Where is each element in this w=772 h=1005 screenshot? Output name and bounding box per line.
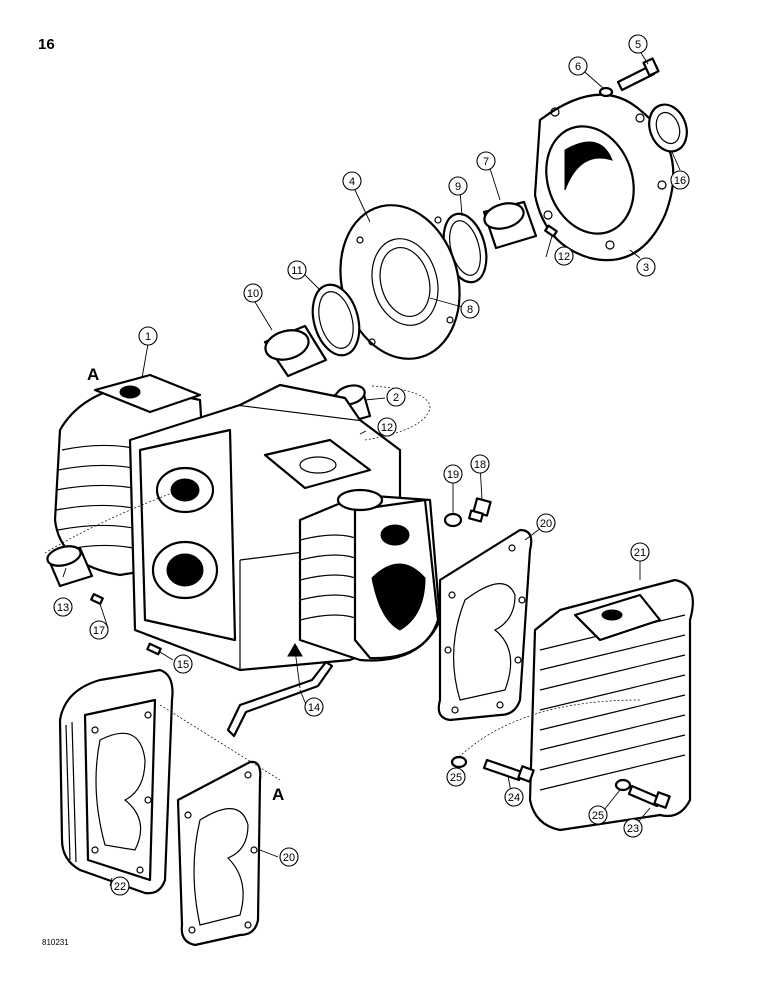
callout-3: 3 [636, 257, 656, 277]
svg-text:24: 24 [508, 792, 520, 804]
callout-22: 22 [110, 876, 130, 896]
callout-15: 15 [173, 654, 193, 674]
part-bearing-plate [533, 93, 675, 262]
part-oil-seal [648, 103, 688, 153]
part-bushing-10 [263, 324, 328, 378]
callout-23: 23 [623, 818, 643, 838]
part-gasket-4 [339, 204, 461, 360]
svg-text:5: 5 [635, 39, 641, 51]
part-cylinder-head-22 [58, 668, 174, 895]
svg-text:1: 1 [145, 331, 151, 343]
callout-24: 24 [504, 787, 524, 807]
svg-text:3: 3 [643, 262, 649, 274]
callout-13: 13 [53, 597, 73, 617]
part-rod-14 [226, 643, 334, 738]
callout-11: 11 [287, 260, 307, 280]
figure-code: 810231 [42, 938, 69, 947]
svg-text:12: 12 [381, 422, 393, 434]
callout-12-mid: 12 [377, 417, 397, 437]
svg-text:14: 14 [308, 702, 320, 714]
svg-text:15: 15 [177, 659, 189, 671]
callout-25-right: 25 [588, 805, 608, 825]
part-bolt-24 [482, 758, 535, 783]
part-washer-25-left [450, 755, 468, 769]
part-shim-11 [311, 283, 361, 357]
svg-text:16: 16 [674, 175, 686, 187]
svg-text:23: 23 [627, 823, 639, 835]
callout-1: 1 [138, 326, 158, 346]
part-pin-12-top [544, 224, 558, 238]
callout-19: 19 [443, 464, 463, 484]
svg-text:17: 17 [93, 625, 105, 637]
part-washer-6 [598, 86, 614, 98]
svg-text:20: 20 [540, 518, 552, 530]
svg-text:18: 18 [474, 459, 486, 471]
part-cylinder-head-21 [528, 578, 694, 832]
page-number: 16 [38, 36, 55, 53]
svg-text:11: 11 [291, 265, 302, 277]
svg-text:2: 2 [393, 392, 399, 404]
svg-text:8: 8 [467, 304, 473, 316]
svg-text:25: 25 [450, 772, 462, 784]
svg-text:20: 20 [283, 852, 295, 864]
callout-18: 18 [470, 454, 490, 474]
callout-17: 17 [89, 620, 109, 640]
part-bushing-7 [482, 200, 538, 250]
view-letter-a-top: A [87, 365, 99, 384]
svg-text:22: 22 [114, 881, 126, 893]
svg-text:12: 12 [558, 251, 570, 263]
part-pin-17 [90, 593, 104, 605]
callout-4: 4 [342, 171, 362, 191]
part-gasket-20-right [437, 528, 533, 722]
part-gasket-20-left [176, 760, 262, 947]
svg-text:4: 4 [349, 176, 355, 188]
part-pin-15 [146, 642, 162, 656]
callout-21: 21 [630, 542, 650, 562]
part-crankcase [53, 373, 442, 672]
part-bolt-23 [627, 784, 671, 809]
callout-8: 8 [460, 299, 480, 319]
callout-7: 7 [476, 151, 496, 171]
part-bolt-5 [616, 57, 660, 92]
part-washer-19 [443, 512, 463, 528]
callout-5: 5 [628, 34, 648, 54]
svg-text:21: 21 [634, 547, 646, 559]
callout-14: 14 [304, 697, 324, 717]
callout-25-left: 25 [446, 767, 466, 787]
svg-text:7: 7 [483, 156, 489, 168]
part-plug-18 [468, 497, 492, 523]
callout-20-right: 20 [536, 513, 556, 533]
svg-text:6: 6 [575, 61, 581, 73]
callout-6: 6 [568, 56, 588, 76]
svg-text:9: 9 [455, 181, 461, 193]
svg-text:13: 13 [57, 602, 69, 614]
svg-text:25: 25 [592, 810, 604, 822]
part-washer-25-right [614, 778, 632, 792]
callout-20-left: 20 [279, 847, 299, 867]
svg-text:10: 10 [247, 288, 259, 300]
callout-10: 10 [243, 283, 263, 303]
view-letter-a-bottom: A [272, 785, 284, 804]
callout-9: 9 [448, 176, 468, 196]
svg-text:19: 19 [447, 469, 459, 481]
callout-12-top: 12 [554, 246, 574, 266]
callout-2: 2 [386, 387, 406, 407]
part-bearing-13 [46, 545, 94, 588]
callout-16: 16 [670, 170, 690, 190]
